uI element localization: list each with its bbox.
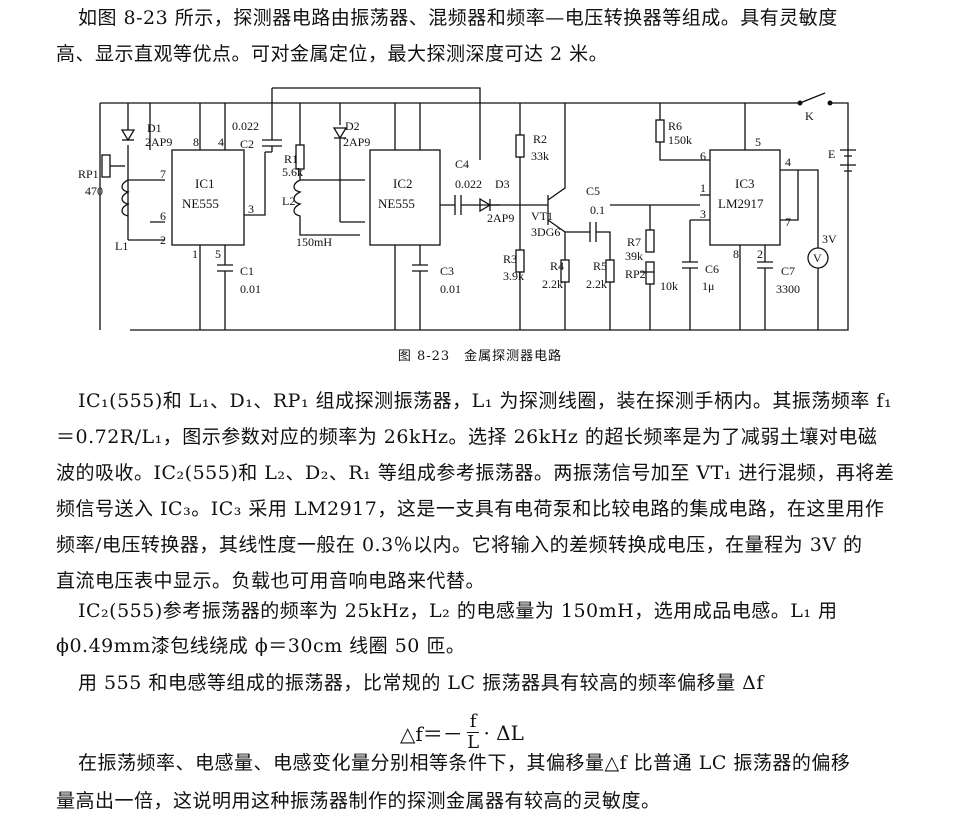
pin-label: 3 — [248, 202, 254, 216]
label-r2: R2 — [533, 132, 547, 146]
pin-label: 6 — [160, 209, 166, 223]
label-r6: R6 — [668, 119, 682, 133]
para4-line: 量高出一倍，这说明用这种振荡器制作的探测金属器有较高的灵敏度。 — [56, 790, 661, 812]
label-c2-value: 0.022 — [232, 119, 259, 133]
para1-line: IC₁(555)和 L₁、D₁、RP₁ 组成探测振荡器，L₁ 为探测线圈，装在探… — [78, 390, 893, 412]
label-l1: L1 — [115, 239, 128, 253]
pin-label: 1 — [700, 181, 706, 195]
label-r3-value: 3.9k — [503, 269, 524, 283]
label-rp1: RP1 — [78, 167, 99, 181]
label-r7-value: 39k — [625, 249, 643, 263]
para2-line: ϕ0.49mm漆包线绕成 ϕ＝30cm 线圈 50 匝。 — [56, 635, 466, 657]
label-r7: R7 — [627, 235, 641, 249]
label-c7-value: 3300 — [776, 282, 800, 296]
label-d2-value: 2AP9 — [343, 135, 370, 149]
meter-range-label: 3V — [822, 232, 837, 246]
voltmeter-icon: V — [813, 251, 822, 265]
pin-label: 4 — [218, 135, 224, 149]
label-rp2: RP2 — [625, 267, 646, 281]
circuit-labels: RP1 470 L1 D1 2AP9 IC1 NE555 8 4 7 6 2 3… — [78, 109, 837, 296]
label-c4: C4 — [455, 157, 469, 171]
para1-line: ＝0.72R/L₁，图示参数对应的频率为 26kHz。选择 26kHz 的超长频… — [56, 426, 878, 448]
battery-e-label: E — [828, 147, 835, 161]
label-r2-value: 33k — [531, 149, 549, 163]
pin-label: 5 — [215, 247, 221, 261]
figure-caption: 图 8-23 金属探测器电路 — [397, 349, 563, 364]
label-d3-value: 2AP9 — [487, 211, 514, 225]
label-c3: C3 — [440, 264, 454, 278]
para1-line: 波的吸收。IC₂(555)和 L₂、D₂、R₁ 等组成参考振荡器。两振荡信号加至… — [56, 462, 895, 484]
label-c6-value: 1μ — [702, 279, 714, 293]
label-r5: R5 — [593, 259, 607, 273]
pin-label: 8 — [733, 247, 739, 261]
label-rp2-value: 10k — [660, 279, 678, 293]
formula-denominator: L — [467, 732, 480, 753]
label-c2: C2 — [240, 137, 254, 151]
pin-label: 5 — [755, 135, 761, 149]
para1-line: 频率/电压转换器，其线性度一般在 0.3％以内。它将输入的差频转换成电压，在量程… — [56, 534, 863, 556]
label-r4-value: 2.2k — [542, 277, 563, 291]
circuit-diagram: RP1 470 L1 D1 2AP9 IC1 NE555 8 4 7 6 2 3… — [78, 87, 856, 331]
label-l2: L2 — [282, 194, 295, 208]
label-d1-value: 2AP9 — [145, 135, 172, 149]
formula-numerator: f — [466, 712, 480, 733]
formula: △f＝－ f L · ΔL — [400, 712, 524, 753]
label-ic2: IC2 — [393, 176, 413, 191]
label-d3: D3 — [495, 177, 510, 191]
formula-fraction: f L — [466, 712, 480, 753]
switch-k-label: K — [805, 109, 814, 123]
label-vt1: VT1 — [531, 209, 553, 223]
pin-label: 8 — [193, 135, 199, 149]
label-ic3-part: LM2917 — [718, 196, 764, 211]
label-ic1: IC1 — [195, 176, 215, 191]
label-ic2-part: NE555 — [378, 196, 415, 211]
label-c5-value: 0.1 — [590, 203, 605, 217]
label-r3: R3 — [503, 252, 517, 266]
label-d1: D1 — [147, 121, 162, 135]
label-r6-value: 150k — [668, 133, 692, 147]
label-rp1-value: 470 — [85, 184, 103, 198]
pin-label: 2 — [160, 233, 166, 247]
label-r1-value: 5.6k — [282, 165, 303, 179]
para3: 用 555 和电感等组成的振荡器，比常规的 LC 振荡器具有较高的频率偏移量 Δ… — [78, 672, 764, 694]
formula-rhs: · ΔL — [483, 720, 524, 745]
label-r1: R1 — [284, 152, 298, 166]
intro-line-2: 高、显示直观等优点。可对金属定位，最大探测深度可达 2 米。 — [56, 43, 609, 65]
pin-label: 3 — [700, 207, 706, 221]
pin-label: 2 — [757, 247, 763, 261]
label-d2: D2 — [345, 119, 360, 133]
label-c1-value: 0.01 — [240, 282, 261, 296]
para4-line: 在振荡频率、电感量、电感变化量分别相等条件下，其偏移量△f 比普通 LC 振荡器… — [78, 752, 851, 774]
formula-lhs: △f＝－ — [400, 722, 463, 746]
label-ic1-part: NE555 — [182, 196, 219, 211]
pin-label: 7 — [160, 167, 166, 181]
label-c3-value: 0.01 — [440, 282, 461, 296]
label-l2-value: 150mH — [296, 235, 332, 249]
intro-line-1: 如图 8-23 所示，探测器电路由振荡器、混频器和频率—电压转换器等组成。具有灵… — [78, 7, 838, 29]
pin-label: 4 — [785, 155, 791, 169]
label-c6: C6 — [705, 262, 719, 276]
pin-label: 6 — [700, 149, 706, 163]
para1-line: 直流电压表中显示。负载也可用音响电路来代替。 — [56, 570, 486, 592]
label-c7: C7 — [781, 264, 795, 278]
circuit-wires — [99, 87, 856, 331]
label-vt1-value: 3DG6 — [531, 225, 560, 239]
label-r4: R4 — [550, 259, 564, 273]
label-ic3: IC3 — [735, 176, 755, 191]
pin-label: 1 — [192, 247, 198, 261]
label-r5-value: 2.2k — [586, 277, 607, 291]
label-c4-value: 0.022 — [455, 177, 482, 191]
label-c1: C1 — [240, 264, 254, 278]
para1-line: 频信号送入 IC₃。IC₃ 采用 LM2917，这是一支具有电荷泵和比较电路的集… — [56, 498, 885, 520]
pin-label: 7 — [785, 215, 791, 229]
para2-line: IC₂(555)参考振荡器的频率为 25kHz，L₂ 的电感量为 150mH，选… — [78, 600, 838, 622]
label-c5: C5 — [586, 184, 600, 198]
